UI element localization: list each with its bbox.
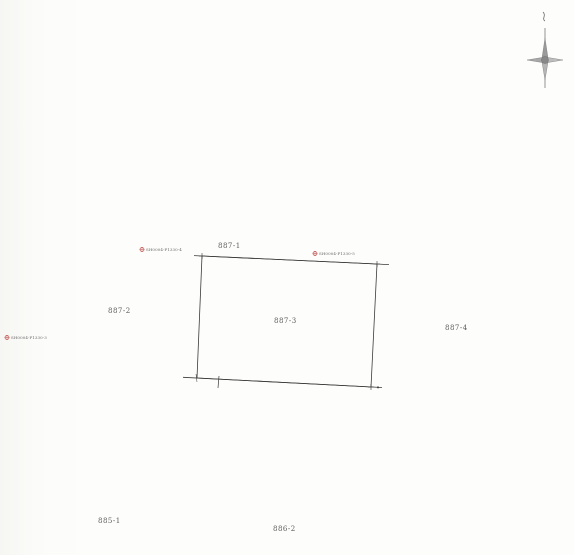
- parcel-label-887-3: 887-3: [274, 317, 297, 325]
- parcel-label-887-2: 887-2: [108, 307, 131, 315]
- parcel-label-886-2: 886-2: [273, 525, 296, 533]
- corner-marker: [199, 253, 205, 259]
- survey-point-label-5: SH0004-P1330-5: [319, 251, 355, 256]
- survey-point-marker-4: [139, 247, 145, 252]
- survey-point-marker-5: [312, 251, 318, 256]
- north-arrow-compass-icon: [526, 11, 564, 88]
- corner-marker: [368, 384, 374, 390]
- boundary-tick: [217, 375, 220, 389]
- parcel-label-887-4: 887-4: [445, 324, 468, 332]
- parcel-label-887-1: 887-1: [218, 242, 241, 250]
- boundary-extension-top: [193, 255, 390, 265]
- survey-point-label-3: SH0004-P1330-3: [11, 335, 47, 340]
- corner-marker: [377, 386, 379, 389]
- survey-point-marker-3: [4, 335, 10, 340]
- parcel-label-885-1: 885-1: [98, 517, 121, 525]
- boundary-extension-bottom: [182, 376, 383, 388]
- survey-point-label-4: SH0004-P1330-4: [146, 247, 182, 252]
- corner-marker: [374, 261, 380, 267]
- boundary-tick: [195, 373, 198, 383]
